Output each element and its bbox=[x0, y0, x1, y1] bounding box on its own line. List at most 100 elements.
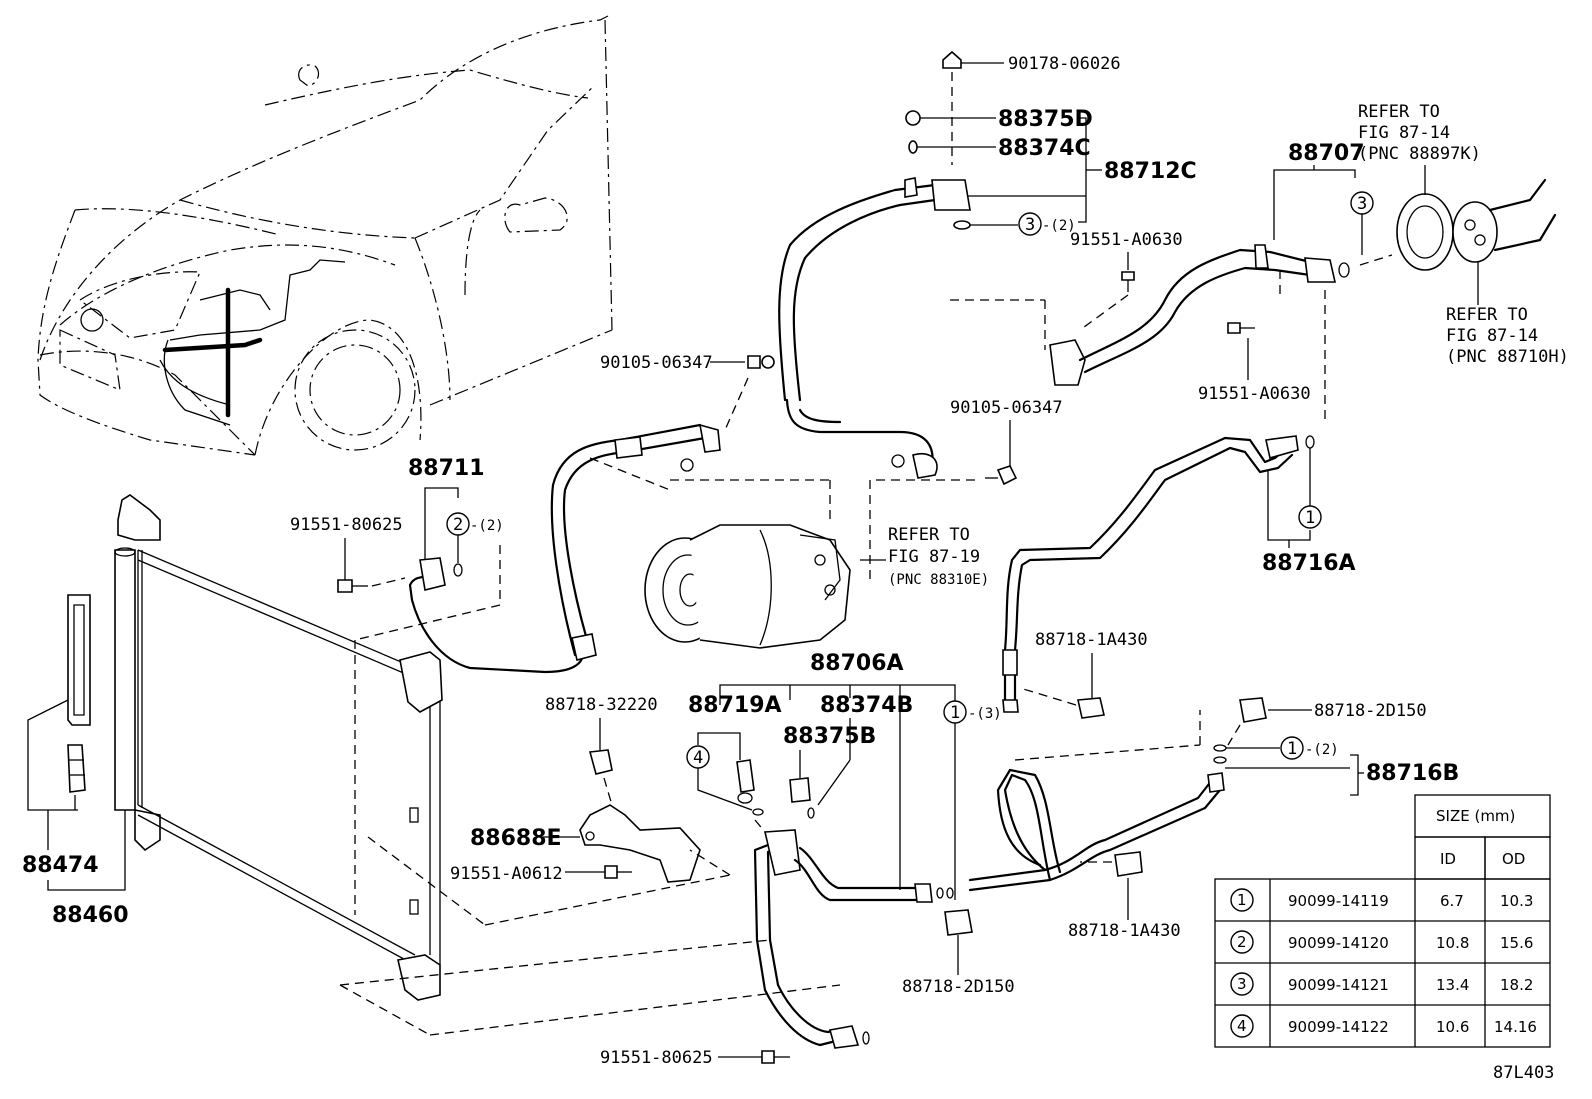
receiver-88474 bbox=[27, 594, 126, 891]
callout-1-88716b-num: 1 bbox=[1287, 739, 1297, 759]
callout-4-num: 4 bbox=[693, 748, 703, 768]
label-qty-2-top: -(2) bbox=[1042, 218, 1076, 234]
bolt-91551-80625-lower bbox=[718, 1050, 790, 1064]
bolt-91551-a0630-upper bbox=[1079, 252, 1135, 331]
callout-1-88706a bbox=[943, 700, 967, 724]
callout-1-88706a-num: 1 bbox=[950, 703, 960, 723]
size-row-1-part: 90099-14119 bbox=[1288, 892, 1389, 910]
callout-1-88716b bbox=[1280, 736, 1304, 760]
o-ring-2-left bbox=[453, 563, 463, 577]
label-88374B: 88374B bbox=[820, 693, 913, 718]
size-table-row: 2 90099-14120 10.8 15.6 bbox=[1230, 930, 1533, 954]
size-table-header: SIZE (mm) bbox=[1436, 807, 1515, 825]
label-88688E: 88688E bbox=[470, 826, 562, 851]
label-qty-3: -(3) bbox=[968, 706, 1002, 722]
size-row-3-part: 90099-14121 bbox=[1288, 976, 1389, 994]
label-90105-06347-lower: 90105-06347 bbox=[950, 398, 1063, 418]
label-90105-06347-upper: 90105-06347 bbox=[600, 353, 713, 373]
bolt-90105-06347-upper bbox=[710, 355, 775, 431]
clamp-88718-1a430-upper bbox=[1019, 653, 1105, 719]
bolt-90105-06347-lower bbox=[869, 420, 1018, 580]
label-refer-3a: REFER TO bbox=[888, 525, 970, 545]
label-88718-2D150-lower: 88718-2D150 bbox=[902, 977, 1015, 997]
bolt-91551-a0630-lower bbox=[1227, 322, 1255, 380]
callout-3-top-num: 3 bbox=[1025, 215, 1035, 235]
label-88718-2D150-upper: 88718-2D150 bbox=[1314, 701, 1427, 721]
label-88716A: 88716A bbox=[1262, 551, 1356, 576]
callout-2-left-num: 2 bbox=[453, 515, 463, 535]
size-table-row: 4 90099-14122 10.6 14.16 bbox=[1230, 1014, 1537, 1038]
label-91551-A0630-lower: 91551-A0630 bbox=[1198, 384, 1311, 404]
size-row-2-ref: 2 bbox=[1237, 933, 1247, 951]
nut-90178-06026 bbox=[942, 50, 1004, 165]
label-91551-80625-upper: 91551-80625 bbox=[290, 515, 403, 535]
callout-3-right-num: 3 bbox=[1357, 194, 1367, 214]
size-row-1-od: 10.3 bbox=[1500, 892, 1533, 910]
label-88374C: 88374C bbox=[998, 136, 1091, 161]
label-88719A: 88719A bbox=[688, 693, 782, 718]
label-refer-3c: (PNC 88310E) bbox=[888, 572, 989, 588]
label-88706A: 88706A bbox=[810, 651, 904, 676]
liquid-pipe-88716a bbox=[1002, 435, 1315, 761]
condenser-88460 bbox=[114, 494, 443, 1001]
size-table-row: 1 90099-14119 6.7 10.3 bbox=[1230, 888, 1533, 912]
label-88375D: 88375D bbox=[998, 107, 1093, 132]
label-90178-06026: 90178-06026 bbox=[1008, 54, 1121, 74]
refer-part-88710h bbox=[1452, 178, 1557, 305]
bolt-91551-80625-upper bbox=[337, 538, 406, 593]
label-88474: 88474 bbox=[22, 853, 99, 878]
label-refer-1b: FIG 87-14 bbox=[1358, 123, 1450, 143]
label-refer-2a: REFER TO bbox=[1446, 305, 1528, 325]
size-row-2-od: 15.6 bbox=[1500, 934, 1533, 952]
size-row-2-part: 90099-14120 bbox=[1288, 934, 1389, 952]
vehicle-outline bbox=[37, 15, 613, 456]
label-91551-A0630-upper: 91551-A0630 bbox=[1070, 230, 1183, 250]
refer-part-88897k bbox=[1396, 165, 1454, 271]
size-row-1-id: 6.7 bbox=[1440, 892, 1464, 910]
bracket-88688e bbox=[367, 804, 731, 926]
label-88460: 88460 bbox=[52, 903, 129, 928]
clamp-88718-1a430-lower bbox=[1080, 851, 1143, 920]
label-88718-1A430-upper: 88718-1A430 bbox=[1035, 630, 1148, 650]
size-row-4-od: 14.16 bbox=[1494, 1018, 1537, 1036]
label-88707: 88707 bbox=[1288, 141, 1365, 166]
label-refer-1a: REFER TO bbox=[1358, 102, 1440, 122]
service-cap-88375b bbox=[789, 777, 815, 819]
label-qty-2-right: -(2) bbox=[1305, 742, 1339, 758]
label-refer-2b: FIG 87-14 bbox=[1446, 326, 1538, 346]
label-91551-80625-lower: 91551-80625 bbox=[600, 1048, 713, 1068]
size-row-3-id: 13.4 bbox=[1436, 976, 1469, 994]
o-ring-size-table bbox=[1214, 794, 1551, 1048]
suction-hose-88712c bbox=[778, 177, 1046, 479]
liquid-pipe-88706a bbox=[339, 829, 954, 1049]
size-table-col-od: OD bbox=[1502, 850, 1525, 868]
label-91551-A0612: 91551-A0612 bbox=[450, 864, 563, 884]
size-row-4-ref: 4 bbox=[1237, 1017, 1247, 1035]
label-88375B: 88375B bbox=[783, 724, 876, 749]
clamp-88718-2d150-lower bbox=[944, 909, 973, 975]
callout-1-88716a-num: 1 bbox=[1305, 508, 1315, 528]
size-row-2-id: 10.8 bbox=[1436, 934, 1469, 952]
label-88712C: 88712C bbox=[1104, 159, 1197, 184]
size-table-row: 3 90099-14121 13.4 18.2 bbox=[1230, 972, 1533, 996]
service-valve-88712c-group bbox=[905, 110, 1102, 230]
label-88711: 88711 bbox=[408, 456, 485, 481]
callout-3-top bbox=[1018, 212, 1042, 236]
callout-1-88716a bbox=[1298, 505, 1322, 529]
bolt-91551-a0612 bbox=[565, 865, 632, 879]
size-row-3-od: 18.2 bbox=[1500, 976, 1533, 994]
label-88716B: 88716B bbox=[1366, 761, 1459, 786]
bracket-88706a bbox=[719, 684, 956, 900]
label-refer-1c: (PNC 88897K) bbox=[1358, 144, 1481, 164]
label-refer-3b: FIG 87-19 bbox=[888, 547, 980, 567]
label-88718-32220: 88718-32220 bbox=[545, 695, 658, 715]
label-refer-2c: (PNC 88710H) bbox=[1446, 347, 1569, 367]
size-row-4-id: 10.6 bbox=[1436, 1018, 1469, 1036]
discharge-hose-88711 bbox=[354, 423, 721, 915]
label-88718-1A430-lower: 88718-1A430 bbox=[1068, 921, 1181, 941]
size-table-col-id: ID bbox=[1440, 850, 1456, 868]
bracket-88711 bbox=[424, 487, 459, 498]
clamp-88718-2d150-upper bbox=[1227, 697, 1312, 746]
clamp-88718-32220 bbox=[588, 718, 613, 806]
